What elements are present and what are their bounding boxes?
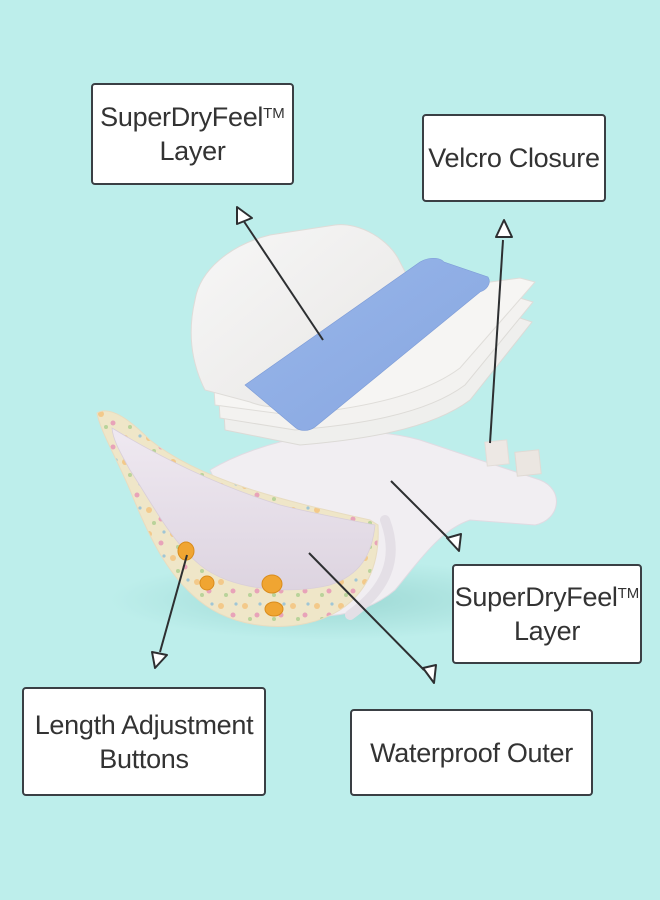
callout-label-line1: Length Adjustment bbox=[34, 709, 254, 740]
arrow-velcro bbox=[489, 239, 504, 444]
callout-waterproof-outer: Waterproof Outer bbox=[350, 709, 593, 796]
superdryfeel-strip bbox=[244, 257, 490, 431]
callout-label-line1: SuperDryFeelTM bbox=[100, 102, 285, 132]
callout-label-line2: Layer bbox=[159, 136, 226, 166]
arrowhead-superdryfeel-side bbox=[446, 533, 462, 552]
callout-label-line1: SuperDryFeelTM bbox=[454, 582, 640, 612]
snap-buttons bbox=[177, 541, 284, 617]
callout-label-line1: Velcro Closure bbox=[428, 143, 600, 173]
elastic-edge bbox=[345, 515, 396, 620]
callout-label-line1: Waterproof Outer bbox=[370, 737, 573, 768]
callout-label-line2: Buttons bbox=[99, 743, 189, 774]
arrow-superdryfeel-top bbox=[242, 219, 324, 341]
velcro-patch-2 bbox=[514, 449, 542, 477]
callout-velcro-closure: Velcro Closure bbox=[422, 114, 606, 202]
arrow-waterproof bbox=[308, 552, 425, 671]
arrowhead-length-buttons bbox=[151, 651, 168, 669]
callout-superdryfeel-layer-side: SuperDryFeelTM Layer bbox=[452, 564, 642, 664]
velcro-patch-1 bbox=[484, 439, 510, 467]
callout-length-adjustment-buttons: Length Adjustment Buttons bbox=[22, 687, 266, 796]
arrowhead-velcro bbox=[495, 219, 513, 238]
inner-lining bbox=[111, 427, 376, 591]
arrow-superdryfeel-side bbox=[390, 480, 449, 539]
arrowhead-waterproof bbox=[422, 664, 437, 684]
callout-superdryfeel-layer-top: SuperDryFeelTM Layer bbox=[91, 83, 294, 185]
arrowhead-superdryfeel-top bbox=[236, 206, 253, 225]
callout-label-line2: Layer bbox=[513, 616, 581, 646]
arrow-length-buttons bbox=[159, 554, 188, 653]
